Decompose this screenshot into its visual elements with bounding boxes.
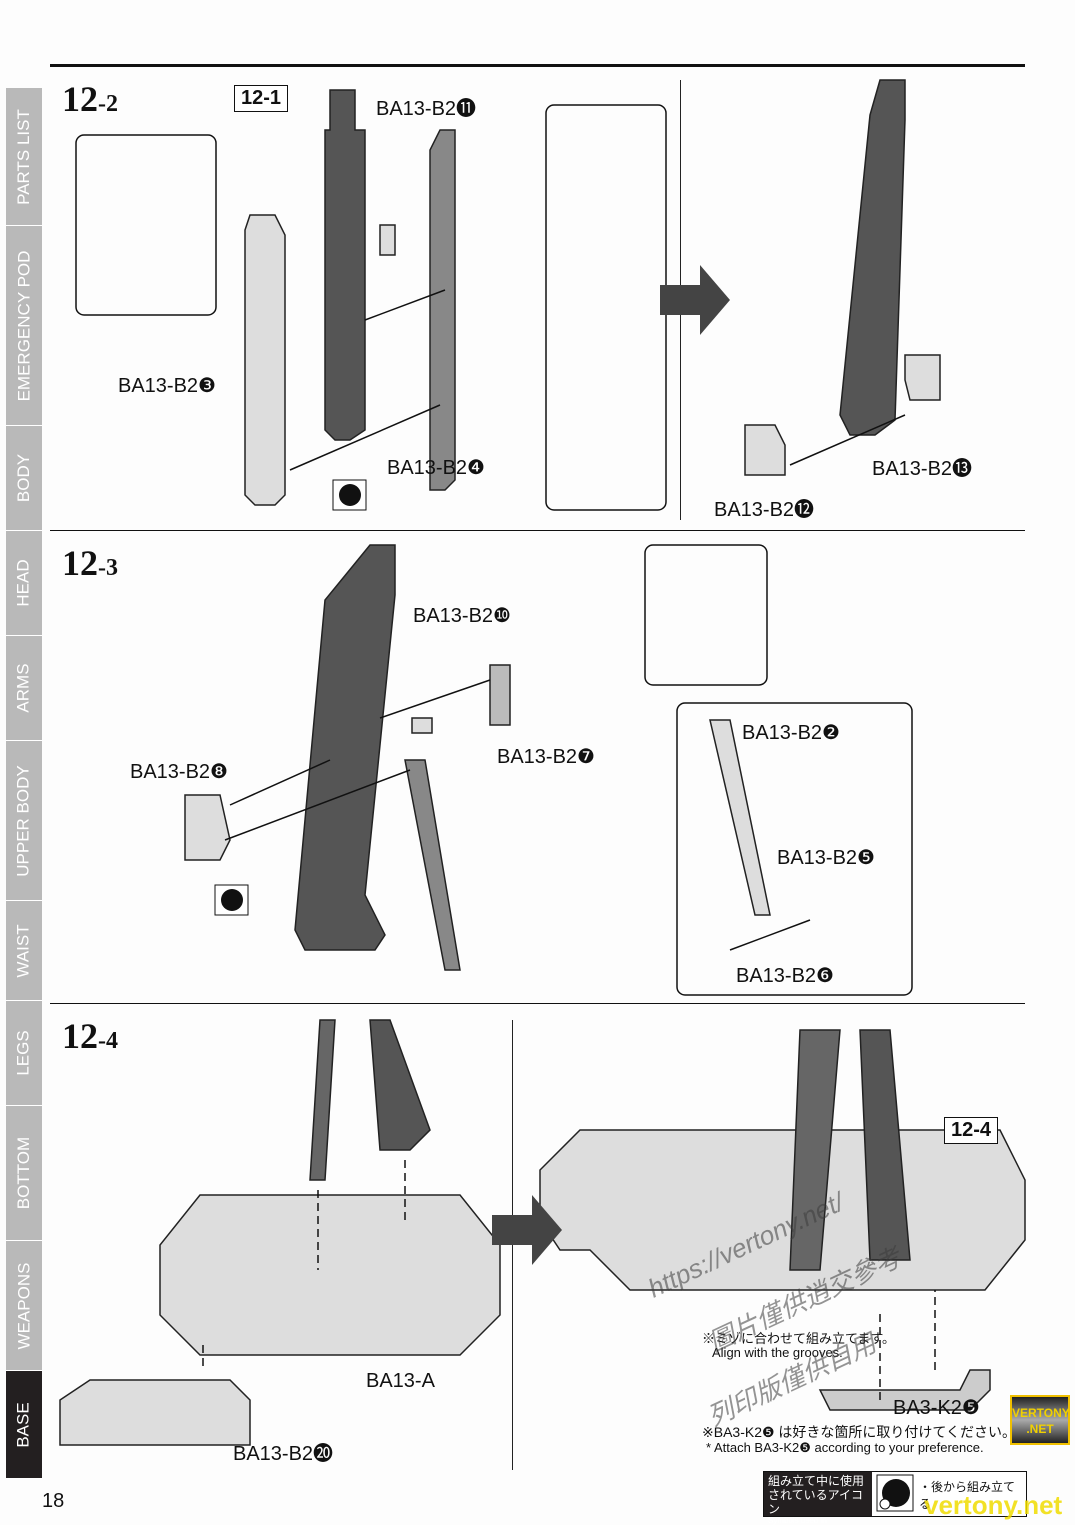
part-label: BA13-B2❸ [118,375,216,397]
joint-part [904,354,941,401]
section-divider [50,530,1025,531]
foot-part [744,424,786,476]
legend-title-jp: されているアイコン [768,1488,864,1516]
tab-emergency-pod[interactable]: EMERGENCY POD [6,226,42,426]
frame-part [429,129,456,491]
detail-callout [75,134,217,316]
attach-note-jp: ※BA3-K2❺ は好きな箇所に取り付けてください。 [702,1424,1016,1440]
step-number: 12-2 [62,79,118,119]
section-divider [50,1003,1025,1004]
vertony-badge: VERTONY .NET [1010,1395,1070,1445]
next-arrow-icon [492,265,730,1265]
tab-waist[interactable]: WAIST [6,901,42,1001]
strut-part [404,759,461,971]
part-label: BA13-B2❽ [130,761,228,783]
legend-title-en: Symbols used in instructions [768,1516,827,1525]
part-label: BA13-B2❹ [387,457,485,479]
part-label: BA13-B2⓬ [714,499,815,521]
align-note-jp: ※ミゾに合わせて組み立てます。 [702,1331,896,1346]
assembled-leg [859,1029,911,1261]
part-label: BA13-B2⓭ [872,458,973,480]
watermark-footer: vertony.net [924,1490,1063,1520]
small-part [411,717,433,734]
joint-part [489,664,511,726]
align-note-en: Align with the grooves. [712,1345,843,1360]
small-part [379,224,396,256]
tab-legs[interactable]: LEGS [6,1001,42,1106]
leg-part [369,1019,431,1151]
leg-part [324,89,366,441]
tab-weapons[interactable]: WEAPONS [6,1241,42,1371]
assembled-leg [789,1029,841,1271]
attach-note-en: * Attach BA3-K2❺ according to your prefe… [706,1440,984,1455]
strut-part [309,1019,336,1181]
tab-arms[interactable]: ARMS [6,636,42,741]
symbols-legend: 組み立て中に使用 されているアイコン Symbols used in instr… [763,1471,1062,1525]
foot-part [184,794,231,861]
frame-part [244,214,286,506]
detail-callout [676,702,913,996]
legend-title-jp: 組み立て中に使用 [768,1474,865,1488]
detail-callout [545,104,667,511]
top-rule [50,64,1025,67]
base-plate [159,1194,501,1356]
detail-callout [644,544,768,686]
part-label: BA13-B2❺ [777,847,875,869]
part-label: BA13-B2❷ [742,722,840,744]
part-label: BA13-B2❻ [736,965,834,987]
part-label: BA13-B2⓴ [233,1443,334,1465]
part-label: BA13-B2❿ [413,605,511,627]
part-label: BA13-B2❼ [497,746,595,768]
strut-part [709,719,771,916]
reference-step: 12-1 [234,85,289,112]
page-number: 18 [42,1490,65,1512]
symbols-legend-title: 組み立て中に使用 されているアイコン Symbols used in instr… [764,1472,872,1525]
connector-part [818,1369,991,1411]
tab-body[interactable]: BODY [6,426,42,531]
reference-step: 12-4 [944,1117,999,1144]
tab-parts-list[interactable]: PARTS LIST [6,88,42,226]
part-label: BA13-A [366,1370,435,1392]
assemble-later-icon [876,1474,914,1512]
assembled-leg [839,79,906,436]
base-extension [59,1379,251,1446]
step-number: 12-3 [62,543,118,583]
tab-base[interactable]: BASE [6,1371,42,1479]
part-label: BA13-B2⓫ [376,98,477,120]
tab-head[interactable]: HEAD [6,531,42,636]
assembled-leg [294,544,396,951]
part-label: BA3-K2❺ [893,1397,980,1419]
assemble-later-icon [214,479,367,916]
step-number: 12-4 [62,1016,118,1056]
legend-item-text: ・後から組み立てる [919,1480,1016,1511]
tab-upper-body[interactable]: UPPER BODY [6,741,42,901]
tab-bottom[interactable]: BOTTOM [6,1106,42,1241]
